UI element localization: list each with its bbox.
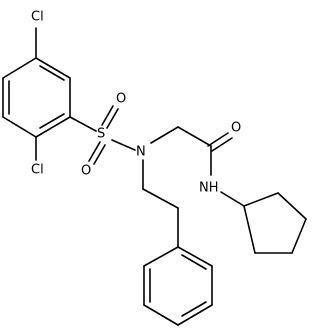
atom-carbonyl-oxygen: O [231,121,241,136]
atom-cl-top: Cl [31,10,44,25]
molecule-structure: Cl Cl S O O N O NH [2,10,307,326]
bond-s-o-top-2 [106,108,119,129]
phenyl-ring [143,246,213,326]
bond-carbonyl-o-2 [211,137,233,152]
bond-n-ch2 [150,126,179,144]
atom-cl-bottom: Cl [31,163,44,178]
bond-s-o-bottom-2 [93,144,106,165]
atom-oxygen-bottom: O [81,164,91,179]
bond-ethyl-ch2 [142,188,179,209]
atom-oxygen-top: O [116,92,126,107]
bond-s-n [111,139,136,151]
bond-carbonyl-o-1 [207,132,229,147]
bond-nh-cyclopentyl [220,191,245,207]
bond-s-o-bottom-1 [88,141,101,162]
bond-ring-sulfur [69,116,97,132]
atom-nitrogen: N [136,145,146,160]
cyclopentyl-ring [243,192,307,254]
dichlorophenyl-ring [2,57,71,138]
bond-ch2-carbonyl [177,126,212,147]
atom-amide-nh: NH [199,181,219,196]
bond-s-o-top-1 [101,105,114,126]
atom-sulfur: S [97,127,105,142]
